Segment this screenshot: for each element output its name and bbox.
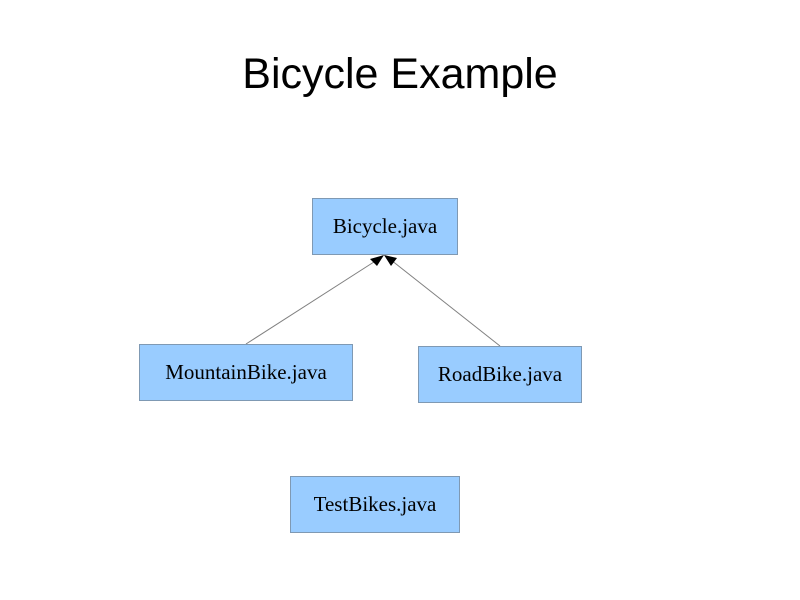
arrowhead-roadbike: [384, 255, 397, 266]
class-label-test-bikes: TestBikes.java: [313, 492, 437, 516]
class-box-mountain-bike: MountainBike.java: [139, 344, 353, 401]
arrow-roadbike-to-bicycle: [390, 259, 501, 347]
slide-title: Bicycle Example: [242, 50, 558, 98]
class-label-mountain-bike: MountainBike.java: [165, 360, 327, 384]
class-box-bicycle: Bicycle.java: [312, 198, 458, 255]
class-box-road-bike: RoadBike.java: [418, 346, 582, 403]
arrow-mountainbike-to-bicycle: [245, 259, 378, 345]
class-box-test-bikes: TestBikes.java: [290, 476, 460, 533]
class-label-road-bike: RoadBike.java: [437, 362, 563, 386]
class-label-bicycle: Bicycle.java: [332, 214, 438, 238]
arrowhead-mountainbike: [370, 255, 384, 266]
